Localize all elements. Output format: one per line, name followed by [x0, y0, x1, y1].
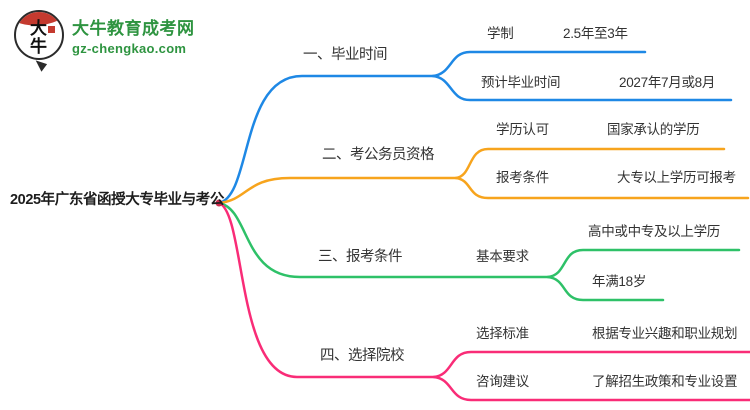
branch-2-label: 二、考公务员资格	[322, 147, 435, 163]
branch-1-child-1-value: 2.5年至3年	[563, 26, 628, 41]
branch-1-lines	[217, 50, 733, 205]
root-topic: 2025年广东省函授大专毕业与考公	[10, 192, 224, 208]
branch-2-lines	[217, 147, 750, 205]
branch-4-child-2-label: 咨询建议	[476, 374, 529, 389]
branch-3-subtopic-label: 基本要求	[476, 249, 529, 264]
branch-4-lines	[217, 201, 750, 402]
logo-icon-text: 大牛	[27, 19, 46, 55]
branch-4-child-1-value: 根据专业兴趣和职业规划	[592, 326, 738, 341]
branch-1-child-2-value: 2027年7月或8月	[619, 75, 716, 90]
branch-3-lines	[217, 201, 741, 302]
branch-4-label: 四、选择院校	[320, 348, 405, 364]
logo-bull-icon: 大牛	[14, 10, 64, 60]
branch-4-child-2-value: 了解招生政策和专业设置	[592, 374, 738, 389]
branch-1-child-1-label: 学制	[487, 26, 514, 41]
branch-2-child-1-value: 国家承认的学历	[607, 122, 700, 137]
root-dot	[215, 199, 223, 207]
branch-2-child-1-label: 学历认可	[496, 122, 549, 137]
branch-3-child-2-value: 年满18岁	[592, 274, 647, 289]
site-logo: 大牛 大牛教育成考网 gz-chengkao.com	[14, 10, 195, 73]
branch-3-child-1-value: 高中或中专及以上学历	[588, 224, 720, 239]
branch-3-label: 三、报考条件	[318, 249, 403, 265]
site-domain: gz-chengkao.com	[72, 41, 187, 56]
branch-1-label: 一、毕业时间	[303, 47, 388, 63]
branch-4-child-1-label: 选择标准	[476, 326, 529, 341]
branch-2-child-2-label: 报考条件	[496, 170, 549, 185]
logo-seal-mark	[48, 26, 55, 33]
branch-2-child-2-value: 大专以上学历可报考	[617, 170, 736, 185]
branch-1-child-2-label: 预计毕业时间	[481, 75, 561, 90]
site-title: 大牛教育成考网	[72, 19, 195, 38]
